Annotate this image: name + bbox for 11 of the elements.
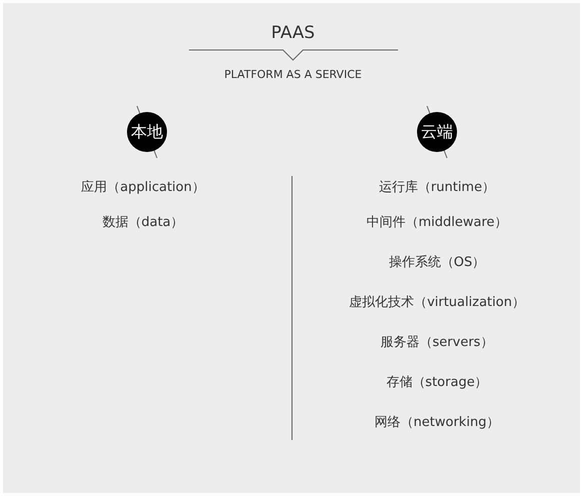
list-item: 中间件（middleware） [366, 214, 508, 231]
title: PAAS [271, 23, 315, 43]
list-item: 存储（storage） [386, 374, 488, 391]
list-item: 操作系统（OS） [388, 254, 486, 271]
list-item: 虚拟化技术（virtualization） [349, 294, 525, 311]
subtitle: PLATFORM AS A SERVICE [224, 68, 362, 81]
list-item: 运行库（runtime） [378, 179, 496, 196]
list-item: 服务器（servers） [380, 334, 494, 351]
list-item: 应用（application） [81, 179, 205, 196]
list-item: 网络（networking） [374, 414, 500, 431]
list-item: 数据（data） [102, 214, 184, 231]
